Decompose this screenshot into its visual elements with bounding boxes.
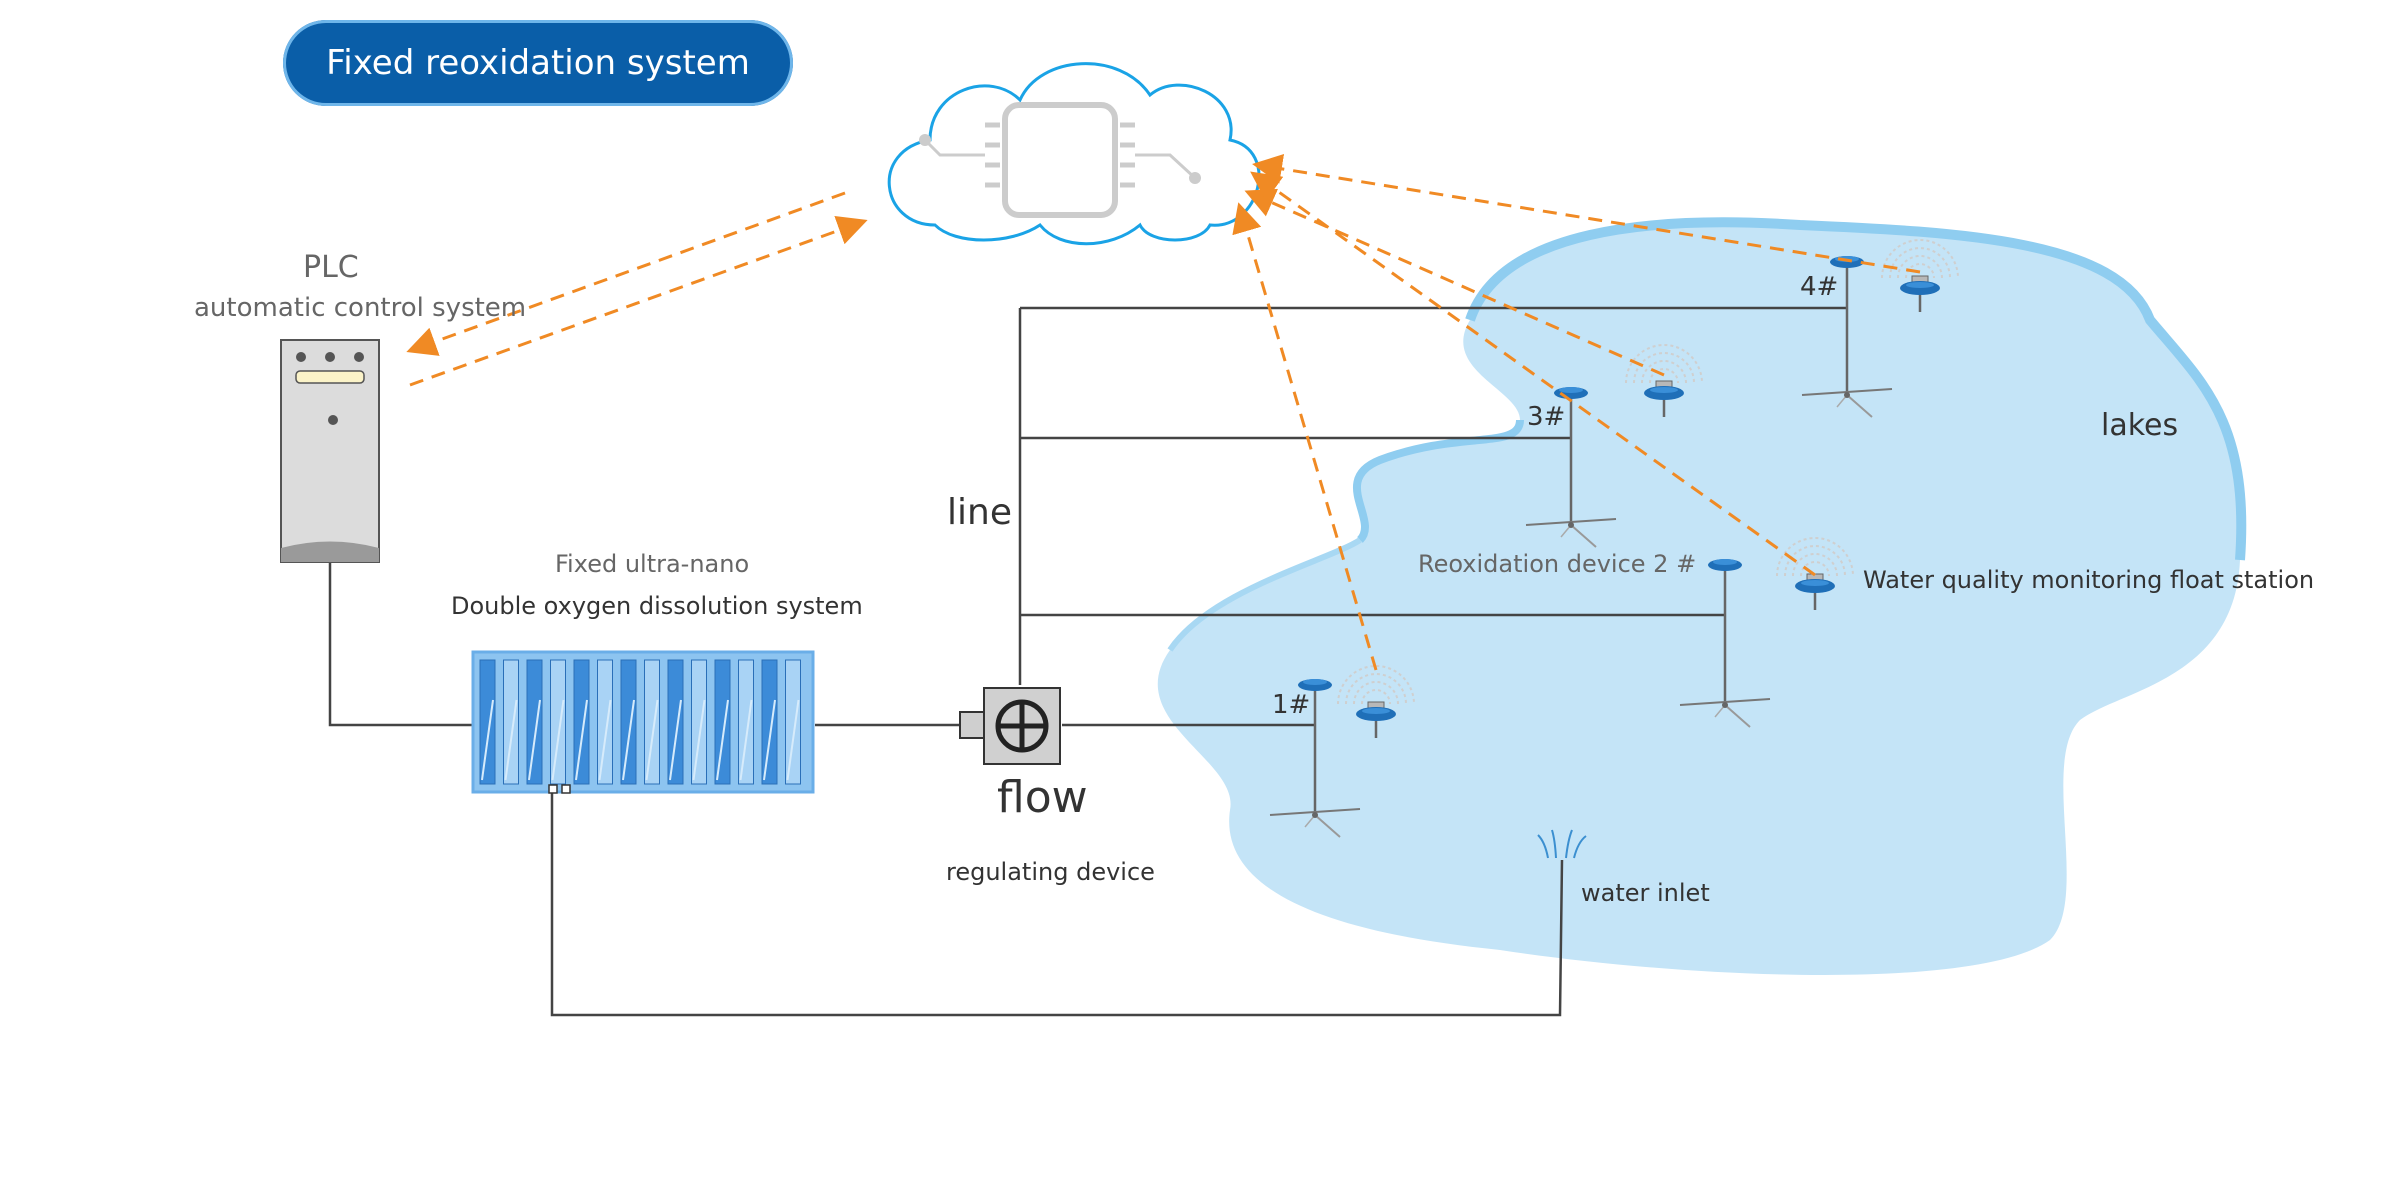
cloud-chip-icon [887, 62, 1261, 246]
float-2-signal-icon [1776, 537, 1854, 610]
dissolution-title: Fixed ultra-nano [555, 550, 750, 578]
device-4-label: 4# [1800, 272, 1839, 302]
float-4-signal-icon [1881, 239, 1959, 312]
device-4-aerator-icon [1801, 256, 1893, 418]
float-1-signal-icon [1337, 665, 1415, 738]
device-1-label: 1# [1272, 690, 1311, 720]
plc-title: PLC [303, 250, 359, 285]
dissolution-subtitle: Double oxygen dissolution system [451, 592, 863, 620]
reoxidation-device-label: Reoxidation device 2 # [1418, 550, 1697, 578]
monitoring-floats [1337, 239, 1959, 738]
water-inlet-icon [1537, 829, 1587, 859]
page-title: Fixed reoxidation system [283, 20, 793, 106]
water-inlet-label: water inlet [1581, 879, 1710, 907]
flow-valve-icon [959, 687, 1061, 765]
flow-sublabel: regulating device [946, 858, 1155, 886]
lake [1157, 217, 2247, 975]
plc-subtitle: automatic control system [194, 293, 527, 323]
monitoring-station-label: Water quality monitoring float station [1863, 566, 2315, 594]
device-3-label: 3# [1527, 402, 1566, 432]
plc-cabinet-icon [280, 339, 380, 563]
signal-arrows [406, 154, 1921, 671]
reoxidation-devices [1269, 256, 1893, 838]
flow-label: flow [997, 772, 1088, 823]
device-3-aerator-icon [1525, 387, 1617, 548]
lakes-label: lakes [2101, 408, 2179, 443]
wiring [328, 306, 1847, 1017]
line-label: line [947, 492, 1012, 533]
device-1-aerator-icon [1269, 679, 1361, 838]
device-2-aerator-icon [1679, 559, 1771, 728]
dissolution-container-icon [471, 650, 815, 794]
float-3-signal-icon [1625, 344, 1703, 417]
